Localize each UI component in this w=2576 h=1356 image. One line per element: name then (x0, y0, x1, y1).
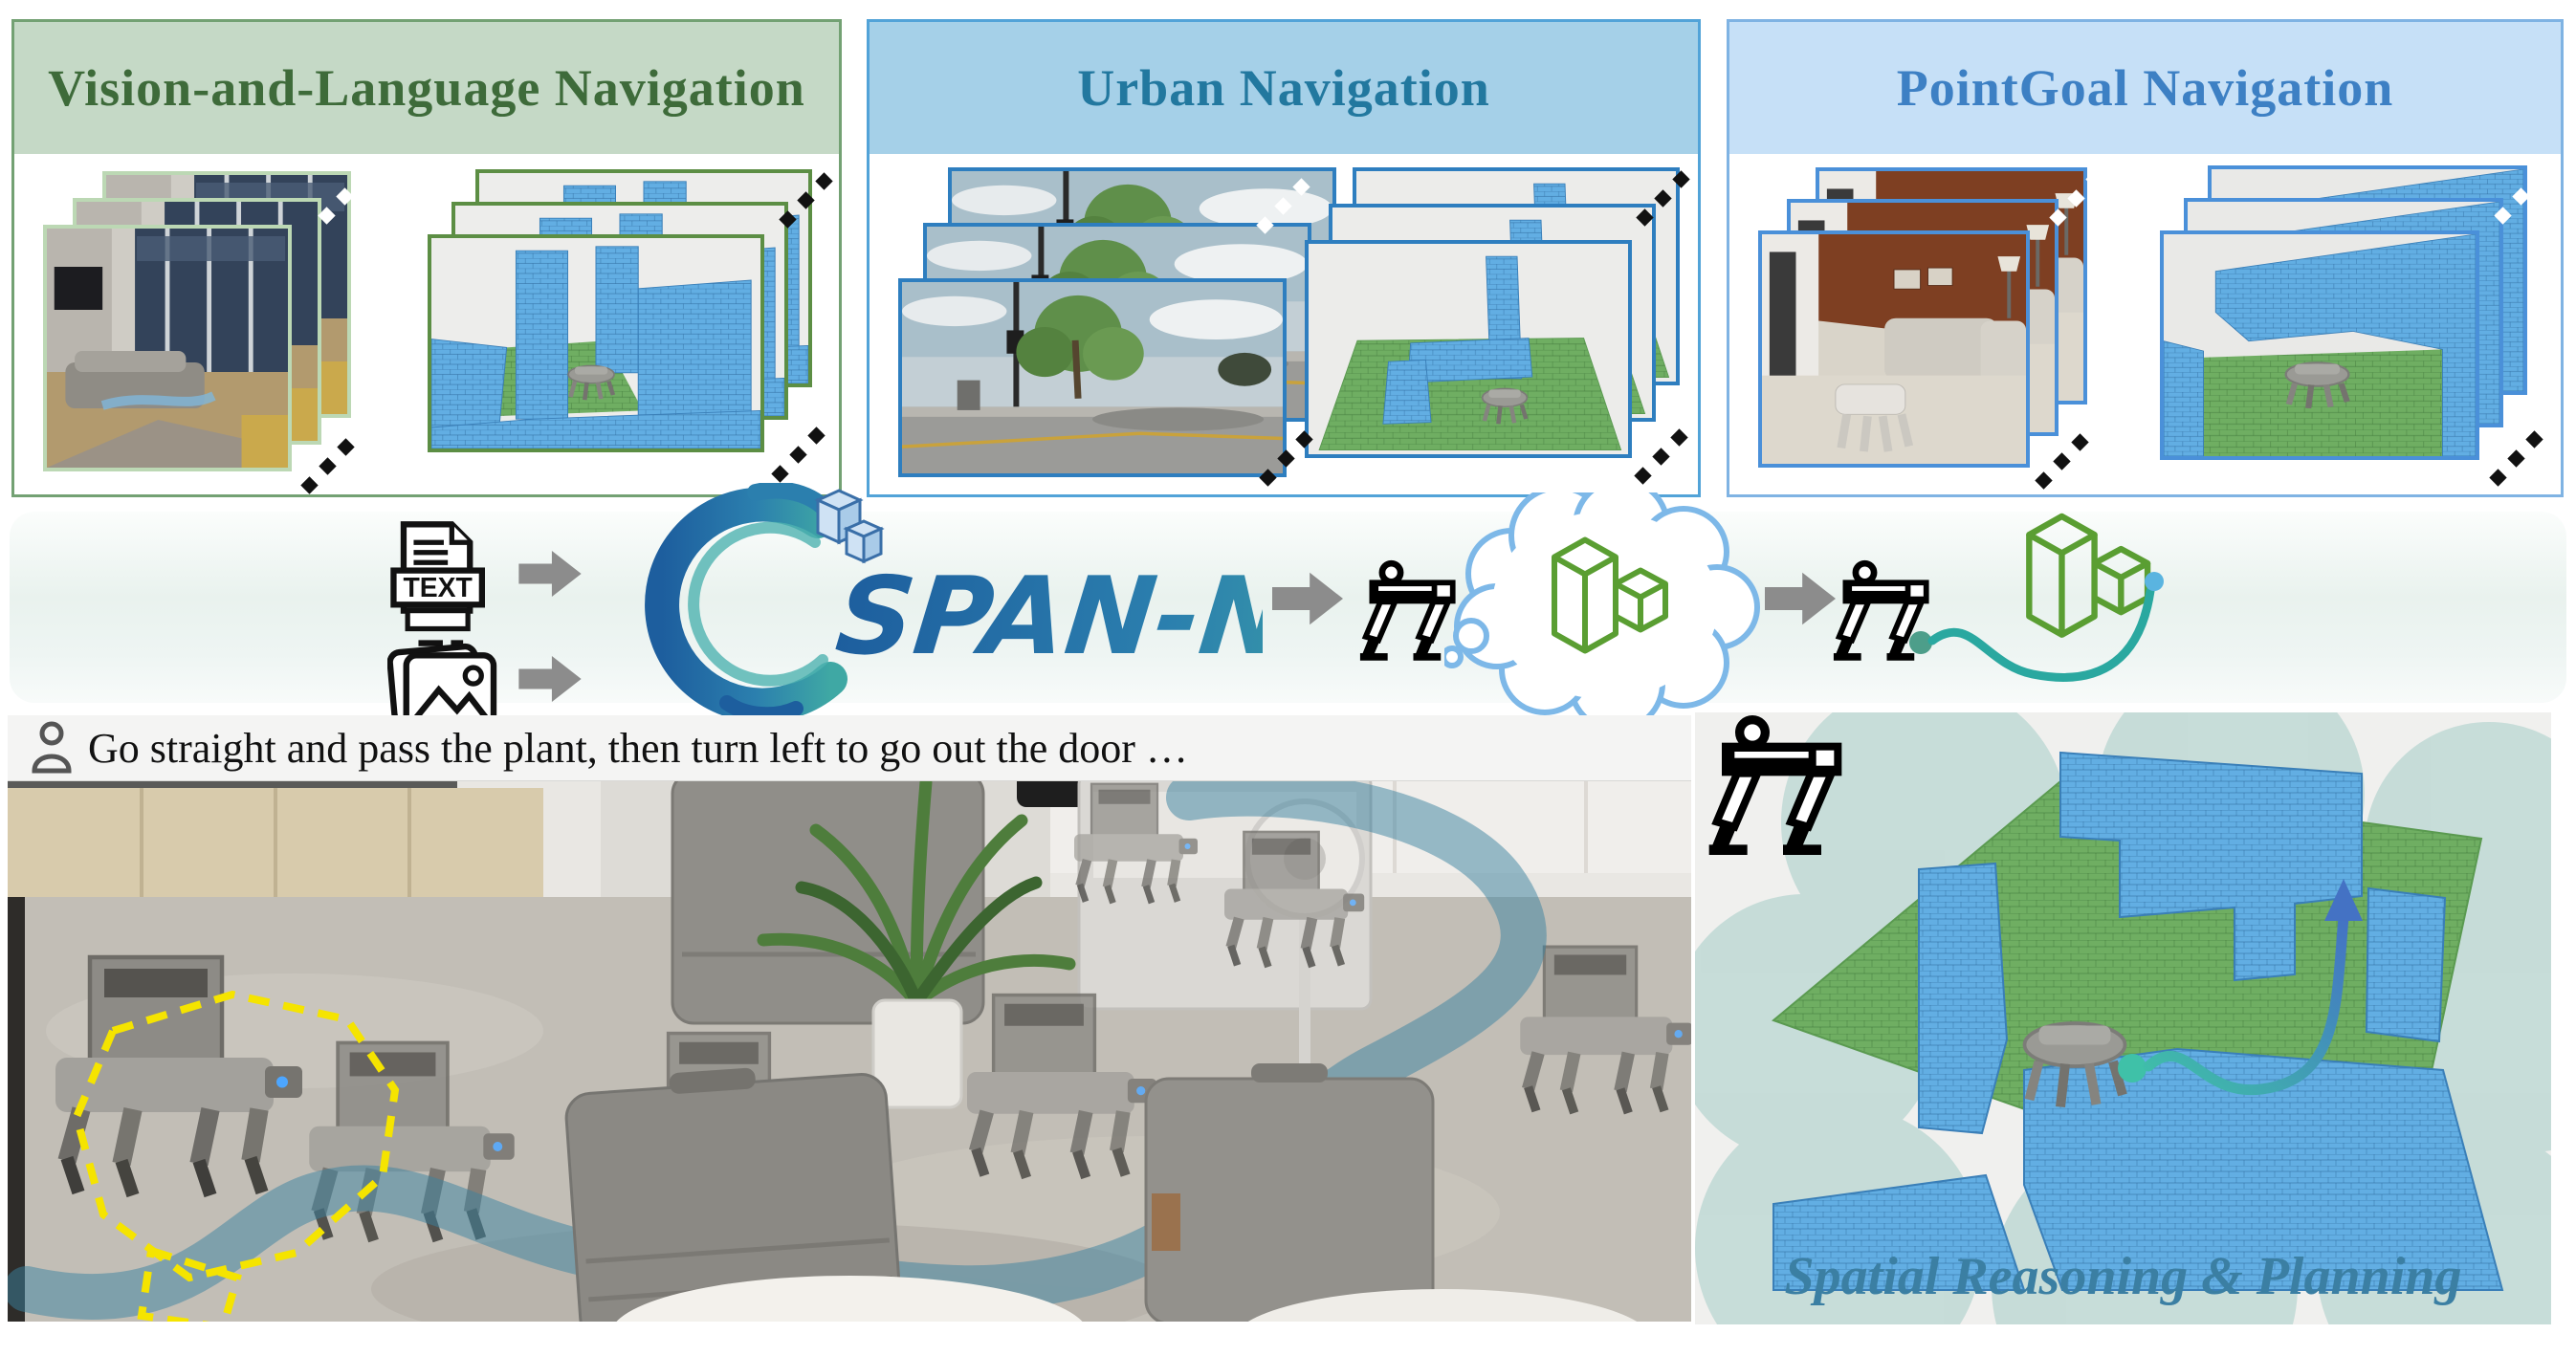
ellipsis-dots (771, 426, 827, 485)
ellipsis-dots (318, 168, 374, 227)
panel-urban-body (870, 154, 1698, 492)
ellipsis-dots (2489, 430, 2545, 489)
span-nav-logo: SPAN-Nav (645, 483, 1263, 722)
voxel-arch (2059, 751, 2363, 982)
arrow-icon (518, 551, 582, 597)
reasoning-map (1695, 712, 2551, 1324)
pg-rgb-frame-1 (1758, 230, 2030, 468)
voxel-map-thumbnail (1309, 244, 1628, 454)
planned-path-arrowhead (2324, 879, 2363, 921)
voxel-world (1772, 751, 2504, 1291)
panel-vln: Vision-and-Language Navigation (11, 19, 842, 497)
executed-path-ribbon (8, 770, 1547, 1321)
room-rgb-thumbnail (1762, 234, 2026, 464)
vln-map-frame-1 (428, 234, 764, 452)
ellipsis-dots (2049, 170, 2105, 229)
spatial-reasoning-panel: Spatial Reasoning & Planning (1695, 712, 2551, 1324)
thought-cloud (1444, 492, 1760, 722)
ellipsis-dots (1256, 178, 1312, 236)
urban-rgb-frame-1 (898, 278, 1287, 477)
pg-map-frame-1 (2160, 230, 2479, 460)
panel-vln-title: Vision-and-Language Navigation (14, 22, 839, 154)
panel-urban-title: Urban Navigation (870, 22, 1698, 154)
ellipsis-dots (1259, 430, 1315, 489)
trajectory-start-dot (1909, 631, 1932, 654)
spatial-reasoning-caption: Spatial Reasoning & Planning (1784, 1247, 2462, 1306)
ellipsis-dots (1636, 170, 1692, 229)
logo-voxel-cubes (814, 489, 885, 564)
instruction-text: Go straight and pass the plant, then tur… (88, 724, 1188, 772)
ellipsis-dots (779, 172, 835, 230)
indoor-rgb-thumbnail (47, 229, 288, 468)
demo-scene (8, 715, 1691, 1322)
arrow-icon (1272, 572, 1343, 625)
voxel-map-thumbnail (431, 238, 760, 448)
plant (757, 776, 1076, 1109)
voxel-map-thumbnail (2164, 234, 2476, 456)
suitcase-front-left (564, 1067, 902, 1322)
panel-pointgoal-title: PointGoal Navigation (1729, 22, 2561, 154)
vln-rgb-frame-1 (43, 225, 292, 471)
white-chair (616, 1276, 1083, 1322)
ellipsis-dots (2035, 433, 2091, 492)
plan-start-dot (2118, 1054, 2147, 1083)
panel-pointgoal-body (1729, 154, 2561, 492)
street-rgb-thumbnail (902, 282, 1283, 473)
logo-wordmark: SPAN-Nav (830, 555, 1263, 679)
arrow-icon (1765, 572, 1836, 625)
urban-map-frame-1 (1305, 240, 1632, 458)
panel-urban: Urban Navigation (867, 19, 1701, 497)
trajectory-to-goal (1909, 497, 2164, 682)
voxel-column-right (2365, 886, 2447, 1043)
ellipsis-dots (2494, 168, 2550, 227)
ellipsis-dots (300, 438, 357, 496)
arrow-icon (518, 656, 582, 702)
trajectory-end-dot (2145, 572, 2164, 591)
voxel-mass-front (2023, 1047, 2504, 1291)
images-icon (387, 640, 497, 730)
planned-path (2143, 911, 2349, 1096)
goal-structure-icon (2029, 516, 2147, 635)
text-document-label: TEXT (403, 573, 472, 603)
voxel-column-left (1918, 862, 2009, 1135)
person-icon (32, 721, 72, 774)
instruction-bar: Go straight and pass the plant, then tur… (8, 715, 1691, 781)
robot-dog-icon (1706, 714, 1860, 858)
text-document-icon: TEXT (390, 521, 485, 632)
target-robot-highlight (72, 990, 400, 1322)
panel-pointgoal: PointGoal Navigation (1727, 19, 2564, 497)
real-world-demo-photo: Go straight and pass the plant, then tur… (8, 715, 1691, 1322)
robot-in-room (1835, 383, 1914, 452)
panel-vln-body (14, 154, 839, 494)
ellipsis-dots (1634, 428, 1690, 487)
suitcase-front-right (1144, 1063, 1435, 1322)
white-chair (1247, 1289, 1638, 1322)
voxel-strip-bottom-left (1772, 1173, 2026, 1291)
